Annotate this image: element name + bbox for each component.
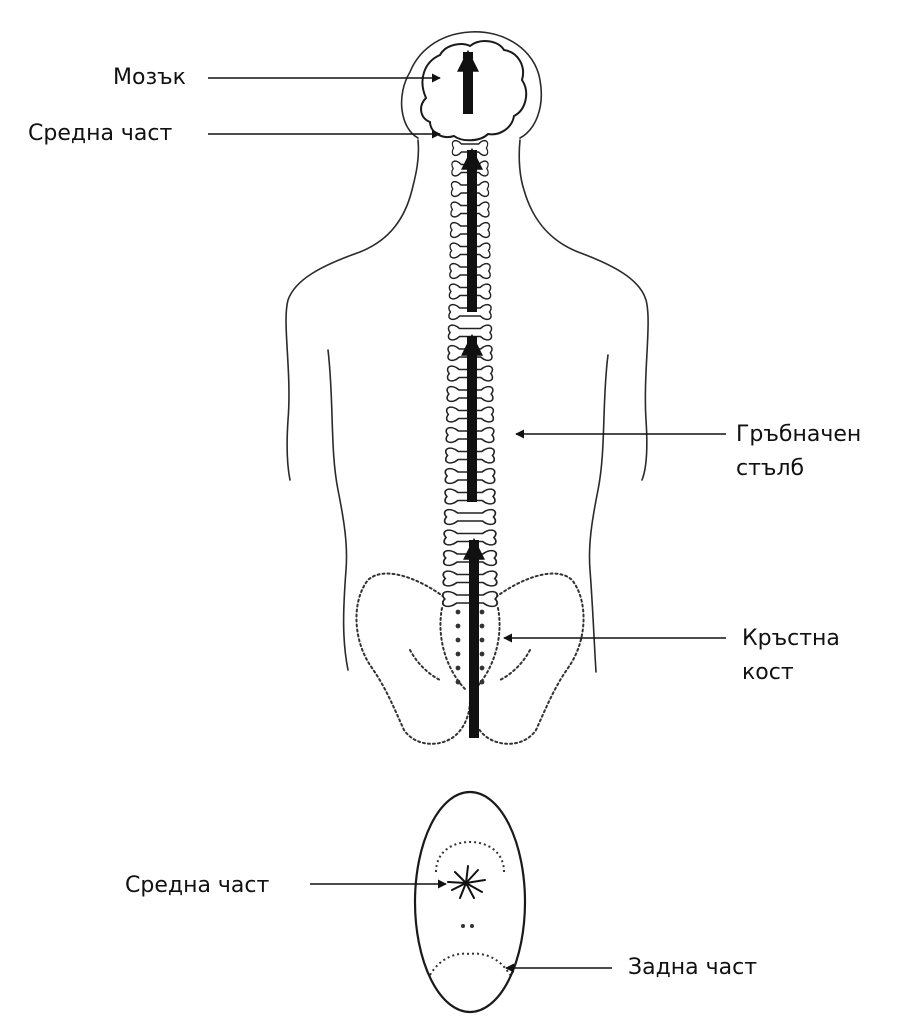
label-spinal-column-line1: Гръбначен (736, 422, 862, 447)
pelvis-illustration (355, 572, 585, 745)
sacral-foramen (479, 665, 485, 671)
sacral-foramen (479, 637, 485, 643)
label-sacrum: Кръстна кост (742, 622, 840, 690)
sacral-foramen (479, 679, 485, 685)
label-sacrum-line1: Кръстна (742, 626, 840, 651)
sacral-foramen (479, 651, 485, 657)
label-brain: Мозък (113, 65, 186, 90)
label-spinal-column: Гръбначен стълб (736, 418, 861, 486)
sacral-foramen (455, 651, 461, 657)
brain-illustration (420, 40, 528, 142)
vertebra (443, 508, 497, 526)
label-rear-part: Задна част (628, 955, 758, 980)
spine-illustration (441, 139, 499, 685)
cross-section-illustration (413, 790, 527, 1014)
sacral-foramen (455, 609, 461, 615)
body-silhouette (285, 31, 649, 673)
label-sacrum-line2: кост (742, 660, 794, 685)
label-midpart-top: Средна част (28, 121, 173, 146)
sacral-foramen (479, 623, 485, 629)
label-midpart-bottom: Средна част (125, 873, 270, 898)
label-spinal-column-line2: стълб (736, 456, 805, 481)
sacral-foramen (455, 665, 461, 671)
sacral-foramen (455, 679, 461, 685)
sacral-foramen (455, 637, 461, 643)
sacral-foramen (479, 609, 485, 615)
sacral-foramen (455, 623, 461, 629)
upward-flow-arrows (457, 49, 485, 738)
leader-lines (208, 73, 726, 973)
